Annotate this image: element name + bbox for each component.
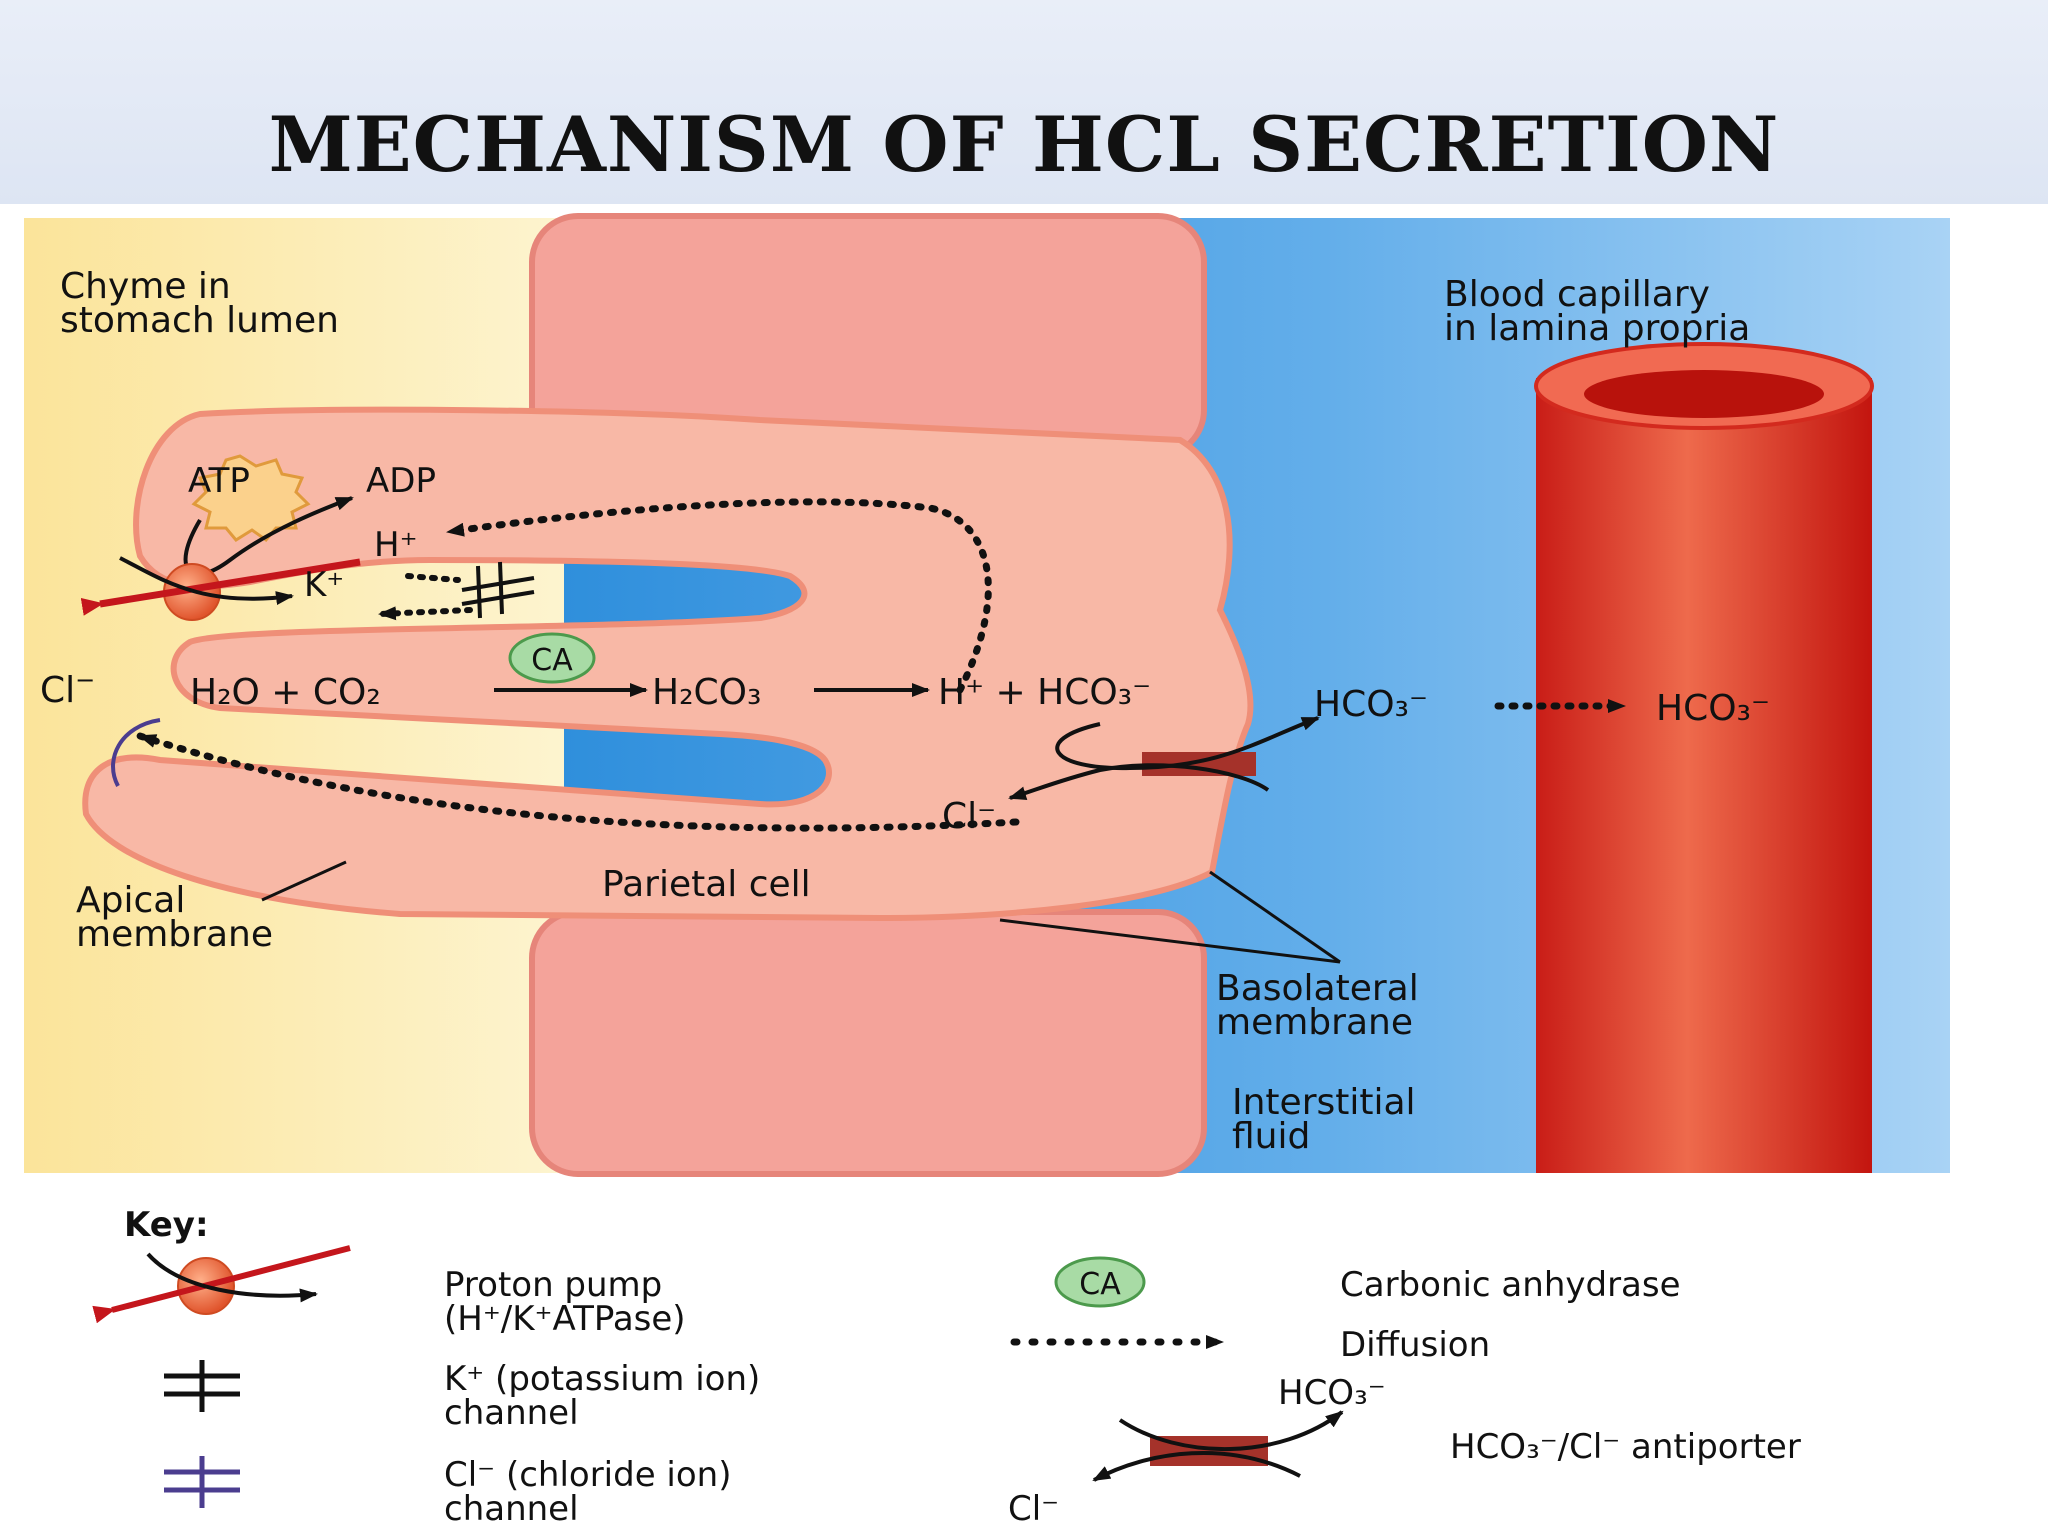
h-hco3-text: H⁺ + HCO₃⁻ [938, 672, 1151, 713]
basolateral-pointer-2 [1209, 870, 1341, 964]
atp-burst [191, 454, 311, 543]
hco3-interstitial-text: HCO₃⁻ [1314, 684, 1428, 725]
cl-import-arrow [1008, 763, 1270, 800]
k-diffusion-dots [405, 573, 461, 583]
cl-cell-text: Cl⁻ [942, 796, 996, 837]
ca-text: CA [531, 643, 573, 678]
k-channel-return-arrow [377, 606, 473, 621]
capillary-lumen [1584, 370, 1824, 418]
key-proton-pump-arrow [92, 1245, 351, 1324]
pump-h-outflow-arrow [80, 558, 361, 616]
key-proton-pump-label: Proton pump (H⁺/K⁺ATPase) [444, 1265, 686, 1339]
key-k-channel-label: K⁺ (potassium ion) channel [444, 1359, 771, 1433]
cl-lumen-text: Cl− [40, 666, 95, 711]
key-proton-pump-k-arrow [146, 1252, 318, 1303]
interstitial-label: Interstitial fluid [1232, 1082, 1427, 1157]
basolateral-pointer-1 [999, 918, 1341, 964]
h2o-co2-text: H₂O + CO₂ [190, 672, 381, 713]
key-ca-badge-text: CA [1079, 1267, 1121, 1302]
blood-capillary [1536, 378, 1872, 1173]
apical-pointer [261, 860, 347, 902]
basolateral-membrane-label: Basolateral membrane [1216, 968, 1430, 1043]
key-antiporter-hco3: HCO₃⁻ [1278, 1373, 1386, 1413]
apical-membrane-label: Apical membrane [76, 880, 273, 955]
key-ca-icon [1054, 1256, 1146, 1308]
atp-to-adp-arrow [183, 496, 354, 577]
k-ion-pump: K⁺ [304, 565, 344, 605]
title-bar [0, 0, 2048, 204]
k-channel-symbol [461, 561, 535, 619]
key-antiporter-hco3-arrow [1118, 1410, 1344, 1451]
atp-text: ATP [188, 461, 250, 501]
cl-diffusion-arrow [136, 732, 1020, 832]
key-antiporter-cl-arrow [1092, 1451, 1301, 1482]
key-cl-channel-label: Cl⁻ (chloride ion) channel [444, 1455, 742, 1529]
pump-k-inflow-arrow [119, 556, 294, 606]
hco3-export-arrow [1055, 716, 1320, 771]
lumen-label: Chyme in stomach lumen [60, 266, 339, 341]
carbonic-anhydrase-badge [508, 632, 596, 684]
capillary-label: Blood capillary in lamina propria [1444, 274, 1750, 349]
key-antiporter-cl: Cl⁻ [1008, 1489, 1059, 1529]
key-diffusion-label: Diffusion [1340, 1325, 1490, 1365]
key-ca-label: Carbonic anhydrase [1340, 1265, 1681, 1305]
adp-text: ADP [366, 461, 436, 501]
key-antiporter-label: HCO₃⁻/Cl⁻ antiporter [1450, 1427, 1801, 1467]
neighbor-cell-bottom [529, 909, 1207, 1177]
key-k-channel-icon [164, 1360, 240, 1412]
h2co3-text: H₂CO₃ [652, 672, 761, 713]
slide-title: MECHANISM OF HCL SECRETION [268, 100, 1780, 189]
h-ion-pump: H⁺ [374, 525, 418, 565]
parietal-cell-label: Parietal cell [602, 864, 811, 905]
key-cl-channel-icon [164, 1456, 240, 1508]
cl-channel-apical [111, 718, 161, 787]
hco3-blood-text: HCO₃⁻ [1656, 688, 1770, 729]
key-heading: Key: [124, 1205, 209, 1245]
